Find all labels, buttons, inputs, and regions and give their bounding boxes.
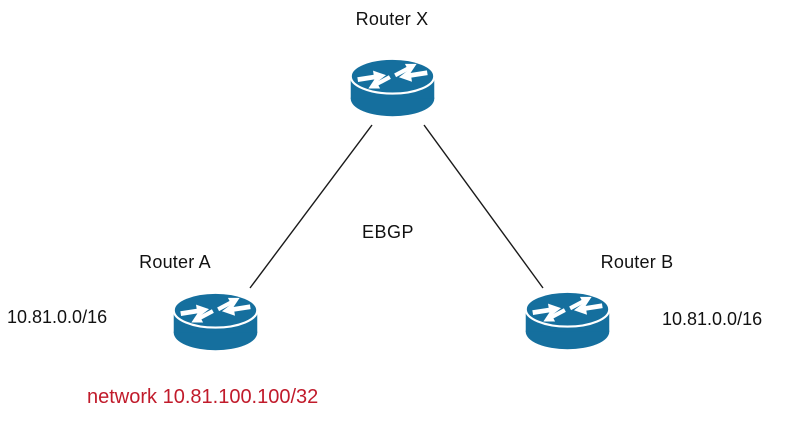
link-x-to-b	[423, 124, 544, 289]
router-b-label: Router B	[600, 252, 674, 272]
router-b-network-label: 10.81.0.0/16	[662, 309, 763, 329]
ebgp-link-label: EBGP	[362, 222, 415, 242]
router-icon	[349, 56, 436, 119]
link-x-to-a	[249, 124, 373, 289]
router-a-network-label: 10.81.0.0/16	[7, 307, 108, 327]
router-icon	[524, 289, 611, 352]
network-statement-annotation: network 10.81.100.100/32	[87, 386, 319, 408]
router-x-label: Router X	[355, 9, 429, 29]
router-icon	[172, 290, 259, 353]
router-a-label: Router A	[139, 252, 211, 272]
